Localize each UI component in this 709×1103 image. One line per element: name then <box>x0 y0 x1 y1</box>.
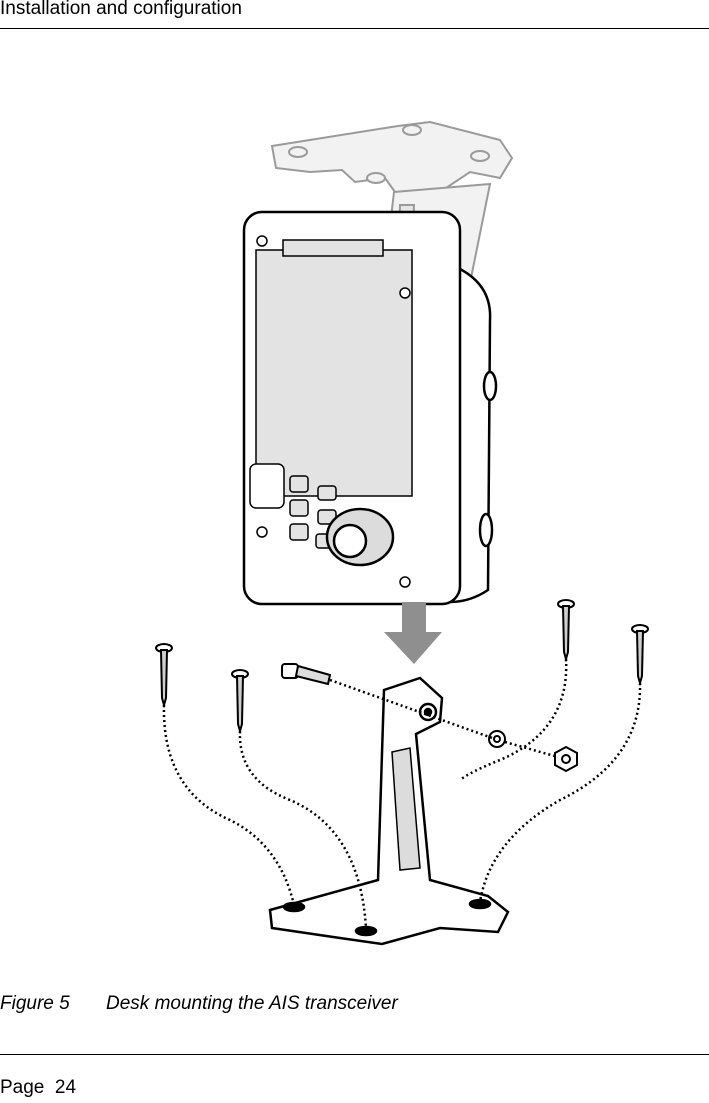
footer-rule <box>0 1054 709 1055</box>
header-rule <box>0 28 709 29</box>
assembly-guide-lines <box>162 658 642 929</box>
figure-number: Figure 5 <box>0 993 70 1014</box>
running-header: Installation and configuration <box>0 0 242 19</box>
screw-icon <box>557 599 575 663</box>
figure-caption-text: Desk mounting the AIS transceiver <box>106 993 398 1014</box>
screw-icon <box>231 669 249 735</box>
screw-icons <box>155 599 649 735</box>
page-number: Page 24 <box>0 1077 77 1098</box>
down-arrow-icon <box>384 602 442 664</box>
rotary-knob <box>325 507 395 567</box>
washer-icon <box>488 730 506 748</box>
nut-icon <box>554 745 578 773</box>
screw-icon <box>631 624 649 687</box>
desk-bracket <box>268 676 510 946</box>
figure-caption: Figure 5 Desk mounting the AIS transceive… <box>0 993 398 1015</box>
screw-icon <box>155 643 173 709</box>
mounting-bolt-icon <box>281 663 332 686</box>
ais-transceiver-unit <box>242 210 498 606</box>
